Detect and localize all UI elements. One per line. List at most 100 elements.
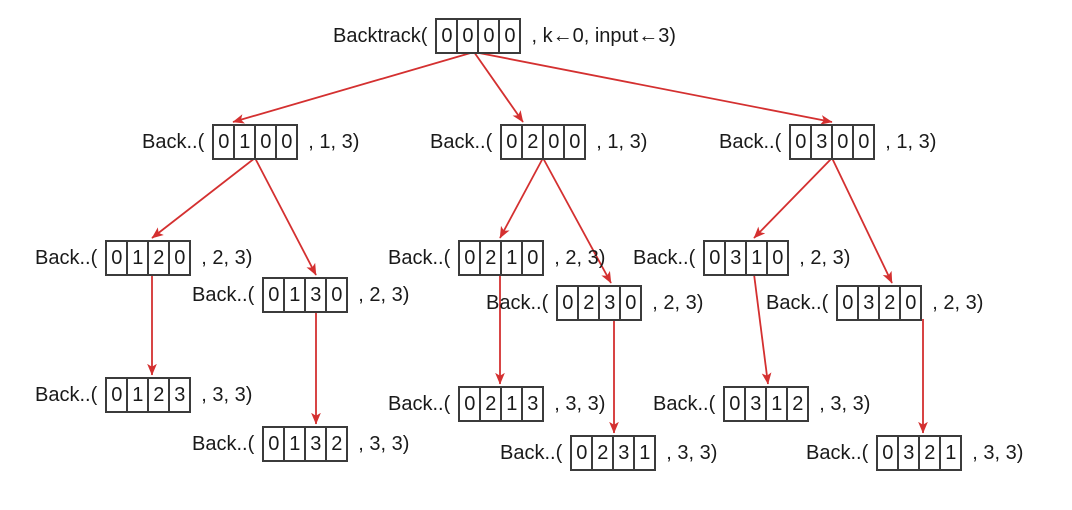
array-cell: 3 — [174, 384, 186, 406]
node-call-label: Back..( — [35, 384, 98, 406]
array-cell: 1 — [502, 242, 524, 274]
array-cell: 0 — [772, 247, 784, 269]
array-cell: 1 — [767, 388, 789, 420]
array-cell: 1 — [235, 126, 257, 158]
array-cell: 0 — [460, 388, 482, 420]
array-cell: 3 — [812, 126, 834, 158]
node-call-label: Back..( — [35, 247, 98, 269]
array-cell: 2 — [481, 242, 503, 274]
array-cell: 2 — [523, 126, 545, 158]
node-args-label: , 1, 3) — [885, 131, 937, 153]
node-call-label: Back..( — [142, 131, 205, 153]
array-cell: 0 — [572, 437, 594, 469]
array-cell: 1 — [128, 242, 150, 274]
array-cell: 1 — [945, 442, 957, 464]
array-cell: 3 — [306, 279, 328, 311]
array-cell: 3 — [746, 388, 768, 420]
array-cell: 0 — [331, 284, 343, 306]
node-call-label: Back..( — [719, 131, 782, 153]
array-cell: 3 — [306, 428, 328, 460]
node-args-label: , 3, 3) — [201, 384, 253, 406]
array-cell: 0 — [504, 25, 516, 47]
array-cell: 2 — [593, 437, 615, 469]
tree-edge — [232, 51, 475, 124]
array-cell: 0 — [264, 428, 286, 460]
array-cell: 2 — [331, 433, 343, 455]
array-cell: 0 — [107, 242, 129, 274]
node-args-label: , 3, 3) — [972, 442, 1024, 464]
array-cell: 3 — [726, 242, 748, 274]
node-args-label: , 2, 3) — [932, 292, 984, 314]
array-cell: 0 — [833, 126, 855, 158]
node-call-label: Back..( — [806, 442, 869, 464]
tree-edge — [151, 157, 256, 239]
array-cell: 3 — [614, 437, 636, 469]
array-cell: 0 — [502, 126, 524, 158]
node-call-label: Backtrack( — [333, 25, 428, 47]
array-cell: 0 — [905, 292, 917, 314]
node-args-label: , 2, 3) — [554, 247, 606, 269]
array-cell: 0 — [544, 126, 566, 158]
node-args-label: , 1, 3) — [596, 131, 648, 153]
node-args-label: , 2, 3) — [358, 284, 410, 306]
node-call-label: Back..( — [766, 292, 829, 314]
array-cell: 0 — [569, 131, 581, 153]
node-call-label: Back..( — [500, 442, 563, 464]
array-cell: 0 — [458, 20, 480, 52]
array-cell: 0 — [281, 131, 293, 153]
node-args-label: , k←0, input←3) — [531, 25, 676, 47]
array-cell: 0 — [460, 242, 482, 274]
node-call-label: Back..( — [192, 284, 255, 306]
array-cell: 0 — [214, 126, 236, 158]
array-cell: 1 — [285, 428, 307, 460]
node-call-label: Back..( — [653, 393, 716, 415]
tree-edge — [753, 157, 833, 239]
array-cell: 2 — [792, 393, 804, 415]
node-call-label: Back..( — [388, 247, 451, 269]
array-cell: 2 — [149, 242, 171, 274]
tree-edge — [254, 157, 317, 276]
array-cell: 0 — [705, 242, 727, 274]
node-args-label: , 3, 3) — [554, 393, 606, 415]
array-cell: 1 — [747, 242, 769, 274]
array-cell: 3 — [899, 437, 921, 469]
array-cell: 0 — [527, 247, 539, 269]
array-cell: 2 — [579, 287, 601, 319]
array-cell: 0 — [791, 126, 813, 158]
array-cell: 0 — [625, 292, 637, 314]
array-cell: 0 — [264, 279, 286, 311]
node-call-label: Back..( — [388, 393, 451, 415]
node-args-label: , 2, 3) — [201, 247, 253, 269]
array-cell: 0 — [858, 131, 870, 153]
array-cell: 0 — [878, 437, 900, 469]
array-cell: 0 — [558, 287, 580, 319]
